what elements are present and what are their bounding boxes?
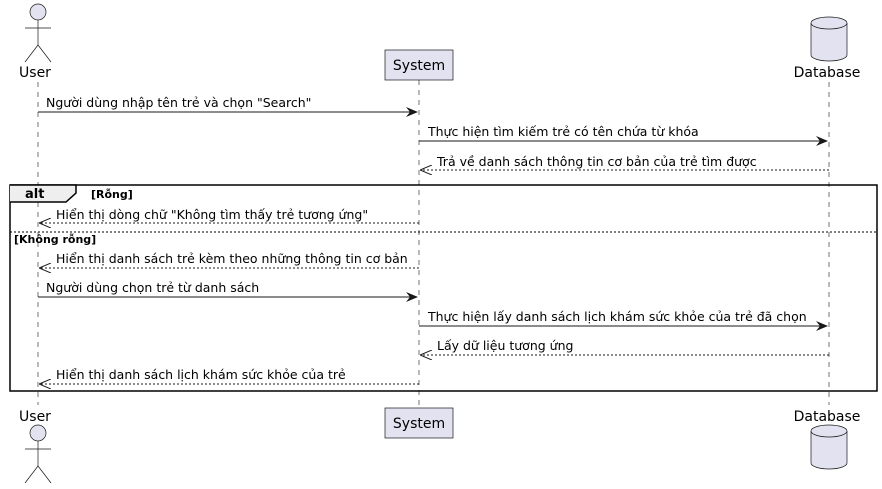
system-participant-bottom: [384, 407, 454, 439]
message-label-1: Người dùng nhập tên trẻ và chọn "Search": [46, 95, 311, 110]
alt-guard-empty: [Rỗng]: [91, 188, 133, 201]
user-actor-bottom: [24, 424, 52, 484]
message-label-5: Hiển thị danh sách trẻ kèm theo những th…: [56, 251, 408, 266]
user-actor-top: [24, 3, 52, 63]
database-label-bottom: Database: [794, 409, 861, 425]
alt-keyword: alt: [25, 187, 44, 202]
user-label-bottom: User: [19, 409, 51, 425]
actor-head-icon: [29, 3, 47, 21]
alt-guard-not-empty: [Không rỗng]: [14, 233, 96, 246]
system-label-bottom: System: [393, 416, 445, 432]
message-label-2: Thực hiện tìm kiếm trẻ có tên chứa từ kh…: [427, 124, 699, 139]
message-label-7: Thực hiện lấy danh sách lịch khám sức kh…: [427, 309, 807, 324]
alt-fragment: [9, 184, 878, 392]
actor-head-icon: [29, 424, 47, 442]
user-label-top: User: [19, 65, 51, 81]
system-participant-top: [384, 49, 454, 81]
database-icon-bottom: [810, 424, 848, 470]
message-label-3: Trả về danh sách thông tin cơ bản của tr…: [436, 154, 757, 169]
database-icon-top: [810, 16, 848, 62]
message-label-9: Hiển thị danh sách lịch khám sức khỏe củ…: [56, 367, 346, 382]
message-label-4: Hiển thị dòng chữ "Không tìm thấy trẻ tư…: [56, 207, 368, 222]
alt-tab: [10, 184, 77, 203]
system-label-top: System: [393, 58, 445, 74]
message-label-6: Người dùng chọn trẻ từ danh sách: [46, 280, 259, 295]
message-label-8: Lấy dữ liệu tương ứng: [437, 338, 573, 353]
database-label-top: Database: [794, 65, 861, 81]
